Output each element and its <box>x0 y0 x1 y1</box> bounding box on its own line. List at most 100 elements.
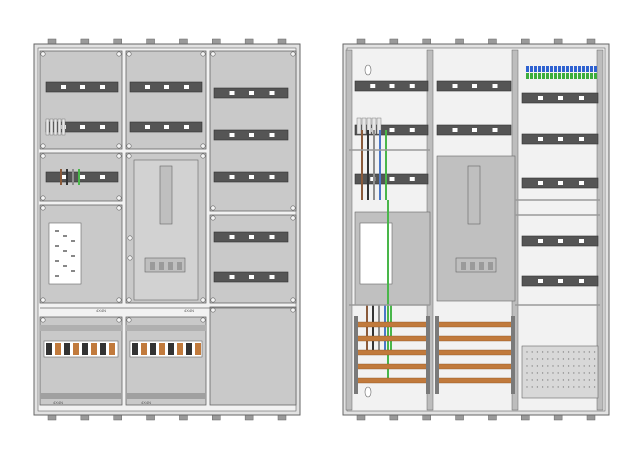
rail-slot <box>579 279 584 283</box>
plate-hole <box>588 351 591 353</box>
screw-icon <box>116 143 122 149</box>
busbar <box>436 377 514 384</box>
terminal-n <box>582 66 585 72</box>
module-label-front-top-right: 4X4N <box>184 308 194 313</box>
terminal-n <box>566 66 569 72</box>
bottom-entry-knob <box>422 414 431 421</box>
meter-mark <box>55 275 59 277</box>
screw-icon <box>116 153 122 159</box>
breaker-module <box>356 117 362 135</box>
clamp-terminal <box>168 262 173 270</box>
plate-hole <box>547 351 549 353</box>
meter-mark <box>71 255 75 257</box>
top-entry-knob <box>553 38 563 45</box>
screw-icon <box>210 51 216 57</box>
top-entry-knob <box>389 38 399 45</box>
plate-hole <box>547 372 549 374</box>
plate-hole <box>552 386 554 388</box>
rail-slot <box>409 177 415 181</box>
plate-hole <box>557 358 559 360</box>
cover-panel <box>209 214 297 304</box>
top-entry-knob <box>146 38 155 45</box>
top-entry-knob <box>488 38 497 45</box>
clamp-terminal <box>177 262 182 270</box>
plate-hole <box>547 358 549 360</box>
meter-mark <box>63 235 67 237</box>
bottom-entry-knob <box>455 414 464 421</box>
screw-icon <box>126 297 132 303</box>
rail-slot <box>389 177 395 181</box>
screw-icon <box>200 143 206 149</box>
meter-mark <box>71 240 75 242</box>
rail-slot <box>100 125 105 129</box>
rail-slot <box>269 175 275 179</box>
rail-slot <box>269 235 275 239</box>
top-entry-knob <box>356 38 366 45</box>
wire-stub <box>60 169 62 185</box>
breaker-module <box>45 118 50 136</box>
meter-carrier <box>159 165 173 225</box>
rail-slot <box>229 175 235 179</box>
terminal-block <box>150 343 156 355</box>
rail-slot <box>100 175 105 179</box>
plate-hole <box>573 372 575 374</box>
terminal-block <box>195 343 201 355</box>
plate-hole <box>531 358 533 360</box>
terminal-block <box>91 343 97 355</box>
screw-icon <box>116 195 122 201</box>
rail-slot <box>538 181 543 185</box>
busbar <box>355 363 429 370</box>
plate-hole <box>578 372 580 374</box>
plate-hole <box>583 386 585 388</box>
screw-icon <box>290 205 296 211</box>
terminal-pe <box>574 73 577 79</box>
screw-icon <box>40 205 46 211</box>
plate-hole <box>552 379 554 381</box>
plate-hole <box>531 386 533 388</box>
bottom-entry-knob <box>389 414 399 421</box>
rail-slot <box>389 128 395 132</box>
rail-slot <box>184 125 189 129</box>
breaker-module <box>53 118 58 136</box>
plate-hole <box>593 379 596 381</box>
terminal-pe <box>530 73 533 79</box>
busbar <box>355 335 429 342</box>
terminal-pe <box>554 73 557 79</box>
terminal-block <box>132 343 138 355</box>
plate-hole <box>541 351 544 353</box>
bottom-entry-knob <box>356 414 366 421</box>
module-label-front-bottom-left: 4X4N <box>53 400 63 405</box>
rail-slot <box>229 91 235 95</box>
rail-slot <box>61 85 66 89</box>
busbar <box>355 377 429 384</box>
plate-hole <box>588 358 591 360</box>
plate-hole <box>562 358 565 360</box>
top-entry-knob <box>80 38 90 45</box>
clamp-terminal <box>159 262 164 270</box>
plate-hole <box>573 379 575 381</box>
module-label-front-top: 4X4N <box>96 308 106 313</box>
plate-hole <box>552 365 554 367</box>
terminal-pe <box>538 73 541 79</box>
plate-hole <box>583 379 585 381</box>
terminal-pe <box>550 73 553 79</box>
plate-hole <box>567 358 570 360</box>
plate-hole <box>578 358 580 360</box>
bottom-entry-knob <box>80 414 90 421</box>
bottom-module <box>125 316 207 406</box>
terminal-window <box>43 340 119 358</box>
screw-icon <box>290 297 296 303</box>
wire-stub <box>78 169 80 185</box>
terminal-block <box>82 343 88 355</box>
plate-hole <box>583 372 585 374</box>
rail-slot <box>249 275 254 279</box>
rail-slot <box>558 181 563 185</box>
terminal-block <box>64 343 70 355</box>
terminal-n <box>546 66 549 72</box>
screw-icon <box>290 215 296 221</box>
screw-icon <box>40 143 46 149</box>
rail-slot <box>184 85 189 89</box>
breaker-module <box>49 118 54 136</box>
terminal-block <box>55 343 61 355</box>
terminal-pe <box>582 73 585 79</box>
